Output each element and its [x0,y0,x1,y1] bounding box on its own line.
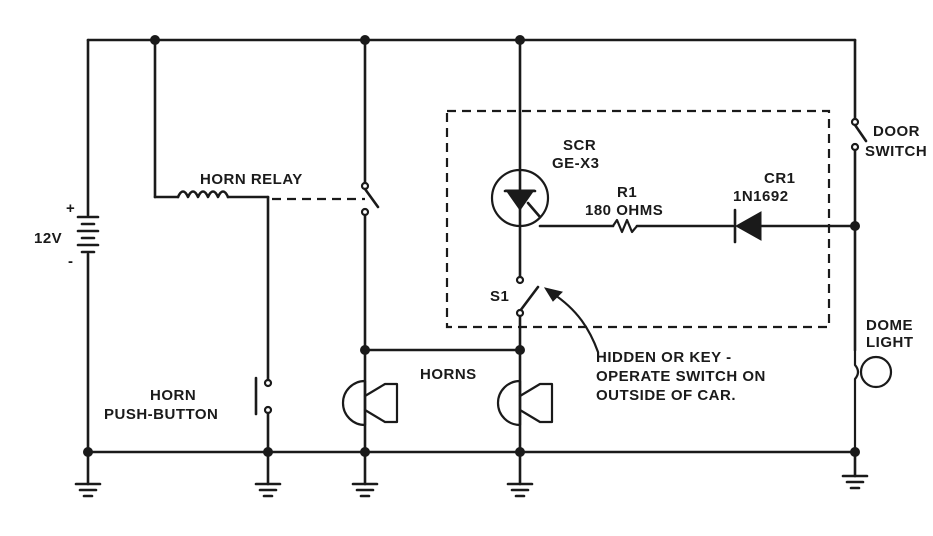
door-switch-label-line2: SWITCH [865,143,927,160]
battery-plus-label: + [66,200,75,217]
battery-12v [76,38,100,454]
horn-relay-label: HORN RELAY [200,171,303,188]
ground-symbol-1 [74,450,102,498]
door-switch-label-line1: DOOR [873,123,920,140]
horns-label: HORNS [420,366,477,383]
ground-symbol-2 [254,450,282,498]
scr-ge-x3 [490,38,550,278]
dome-light-label-line1: DOME [866,317,913,334]
cr1-label-line1: CR1 [764,170,796,187]
horn-2 [496,379,554,427]
horn-1 [341,379,399,427]
cr1-label-line2: 1N1692 [733,188,789,205]
ground-symbol-5 [841,450,869,490]
scr-label-line2: GE-X3 [552,155,600,172]
s1-label: S1 [490,288,509,305]
ground-symbol-4 [506,450,534,498]
r1-label-line1: R1 [617,184,637,201]
note-line3: OUTSIDE OF CAR. [596,387,736,404]
battery-minus-label: - [68,253,74,270]
note-line1: HIDDEN OR KEY - [596,349,732,366]
diode-cr1 [733,208,857,244]
scr-label-line1: SCR [563,137,596,154]
dome-light-label-line2: LIGHT [866,334,914,351]
ground-symbol-3 [351,450,379,498]
note-line2: OPERATE SWITCH ON [596,368,766,385]
note-arrow [543,287,600,354]
horn-push-button[interactable] [254,376,273,454]
dome-light [853,348,893,454]
resistor-r1 [611,218,735,234]
door-switch[interactable] [850,38,868,352]
module-enclosure-dashed [445,109,831,329]
battery-voltage-label: 12V [34,230,62,247]
switch-s1[interactable] [515,275,540,454]
horn-pushbutton-label-line1: HORN [150,387,196,404]
horn-relay-coil [153,38,270,382]
r1-label-line2: 180 OHMS [585,202,663,219]
horn-pushbutton-label-line2: PUSH-BUTTON [104,406,218,423]
junction-dots [83,35,860,457]
